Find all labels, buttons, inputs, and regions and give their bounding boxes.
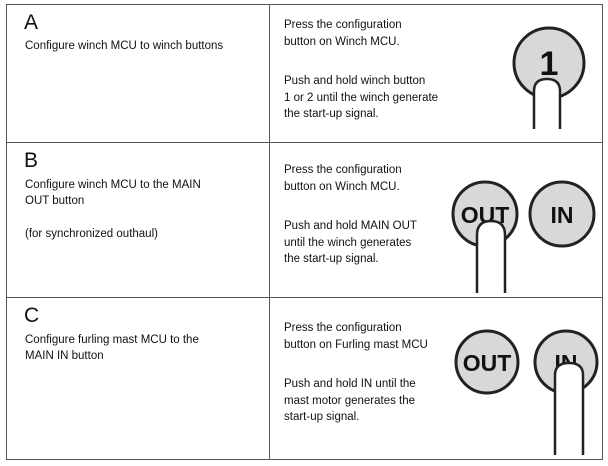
button-label: OUT	[463, 350, 512, 376]
button-label: 1	[540, 45, 559, 83]
step-push-hold: Push and hold MAIN OUT until the winch g…	[284, 220, 417, 265]
out-button-icon: OUT	[454, 329, 520, 395]
row-a: A Configure winch MCU to winch buttons P…	[7, 5, 602, 142]
row-note: (for synchronized outhaul)	[25, 228, 158, 240]
step-press-config: Press the configuration button on Furlin…	[284, 322, 428, 351]
out-in-button-illustration: OUT IN	[454, 329, 599, 455]
row-b: B Configure winch MCU to the MAIN OUT bu…	[7, 142, 602, 297]
out-in-button-illustration: OUT IN	[451, 180, 596, 293]
pointing-finger-icon	[553, 361, 585, 455]
row-letter: C	[24, 304, 40, 327]
pointing-finger-icon	[532, 77, 562, 129]
row-title: Configure winch MCU to the MAIN OUT butt…	[25, 179, 201, 207]
column-divider	[269, 298, 270, 459]
button-label: IN	[551, 202, 574, 228]
column-divider	[269, 143, 270, 297]
row-title: Configure furling mast MCU to the MAIN I…	[25, 334, 199, 362]
winch-button-illustration: 1	[512, 26, 586, 129]
step-press-config: Press the configuration button on Winch …	[284, 164, 402, 193]
row-c: C Configure furling mast MCU to the MAIN…	[7, 297, 602, 459]
winch-button-1-icon: 1	[512, 26, 586, 100]
column-divider	[269, 5, 270, 142]
instruction-table: A Configure winch MCU to winch buttons P…	[6, 4, 603, 460]
pointing-finger-icon	[475, 219, 507, 293]
row-title: Configure winch MCU to winch buttons	[25, 40, 224, 52]
step-push-hold: Push and hold IN until the mast motor ge…	[284, 378, 416, 423]
step-press-config: Press the configuration button on Winch …	[284, 19, 402, 48]
in-button-icon: IN	[528, 180, 596, 248]
row-letter: A	[24, 11, 39, 34]
row-letter: B	[24, 149, 39, 172]
step-push-hold: Push and hold winch button 1 or 2 until …	[284, 75, 439, 120]
